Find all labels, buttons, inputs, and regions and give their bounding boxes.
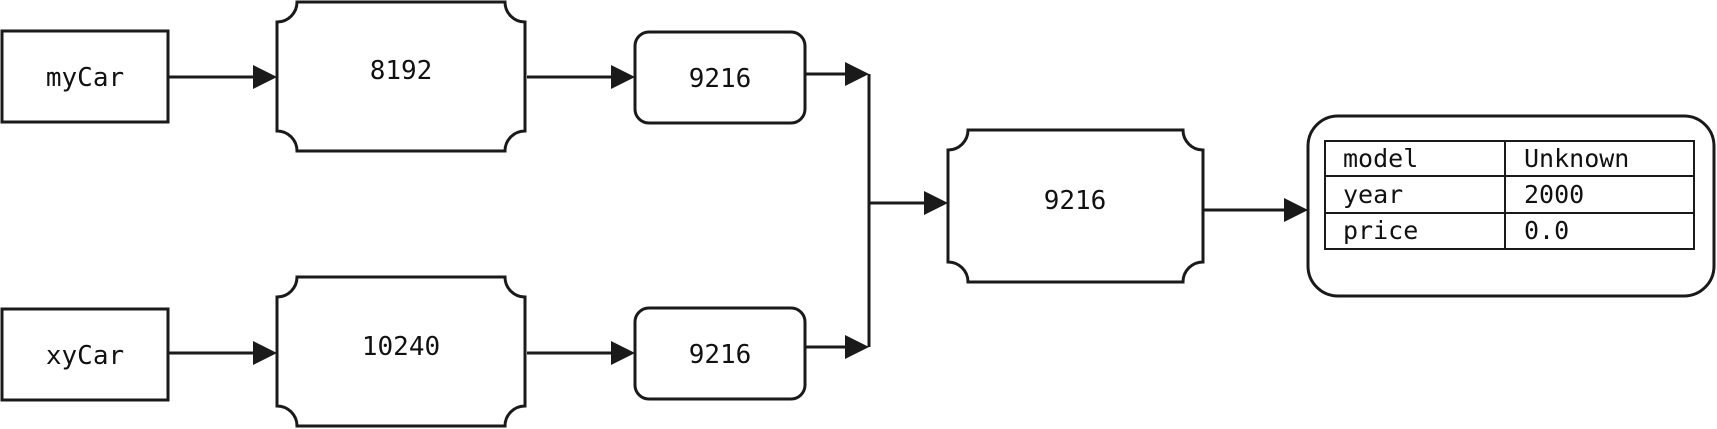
reference-box-bottom: 9216 [633,306,807,401]
object-value-model: Unknown [1524,144,1629,173]
variable-mycar: myCar [0,29,170,124]
reference-box-top: 9216 [633,30,807,125]
reference-plaque-10240: 10240 [275,275,527,428]
reference-box-bottom-label: 9216 [689,340,752,370]
object-field-year: year [1343,180,1403,209]
arrow-xycar-to-10240 [168,341,277,365]
object-row-price: price 0.0 [1343,216,1569,245]
arrow-shared-to-object [1203,198,1308,222]
shared-reference-plaque: 9216 [946,128,1205,284]
arrow-10240-to-9216 [527,341,635,365]
reference-plaque-8192: 8192 [275,0,527,153]
object-value-price: 0.0 [1524,216,1569,245]
arrow-8192-to-9216 [527,65,635,89]
variable-xycar-label: xyCar [46,341,124,371]
arrow-top-box-to-junction [805,62,869,86]
reference-plaque-10240-label: 10240 [362,332,440,362]
reference-box-top-label: 9216 [689,64,752,94]
object-field-price: price [1343,216,1418,245]
variable-xycar: xyCar [0,307,170,402]
car-object: model Unknown year 2000 price 0.0 [1306,114,1716,298]
variable-mycar-label: myCar [46,63,124,93]
shared-reference-plaque-label: 9216 [1044,186,1107,216]
arrow-bottom-box-to-junction [805,335,869,359]
object-value-year: 2000 [1524,180,1584,209]
arrow-mycar-to-8192 [168,65,277,89]
object-row-model: model Unknown [1343,144,1629,173]
object-field-model: model [1343,144,1418,173]
arrow-junction-to-shared [869,191,948,215]
object-row-year: year 2000 [1343,180,1584,209]
reference-plaque-8192-label: 8192 [370,56,433,86]
